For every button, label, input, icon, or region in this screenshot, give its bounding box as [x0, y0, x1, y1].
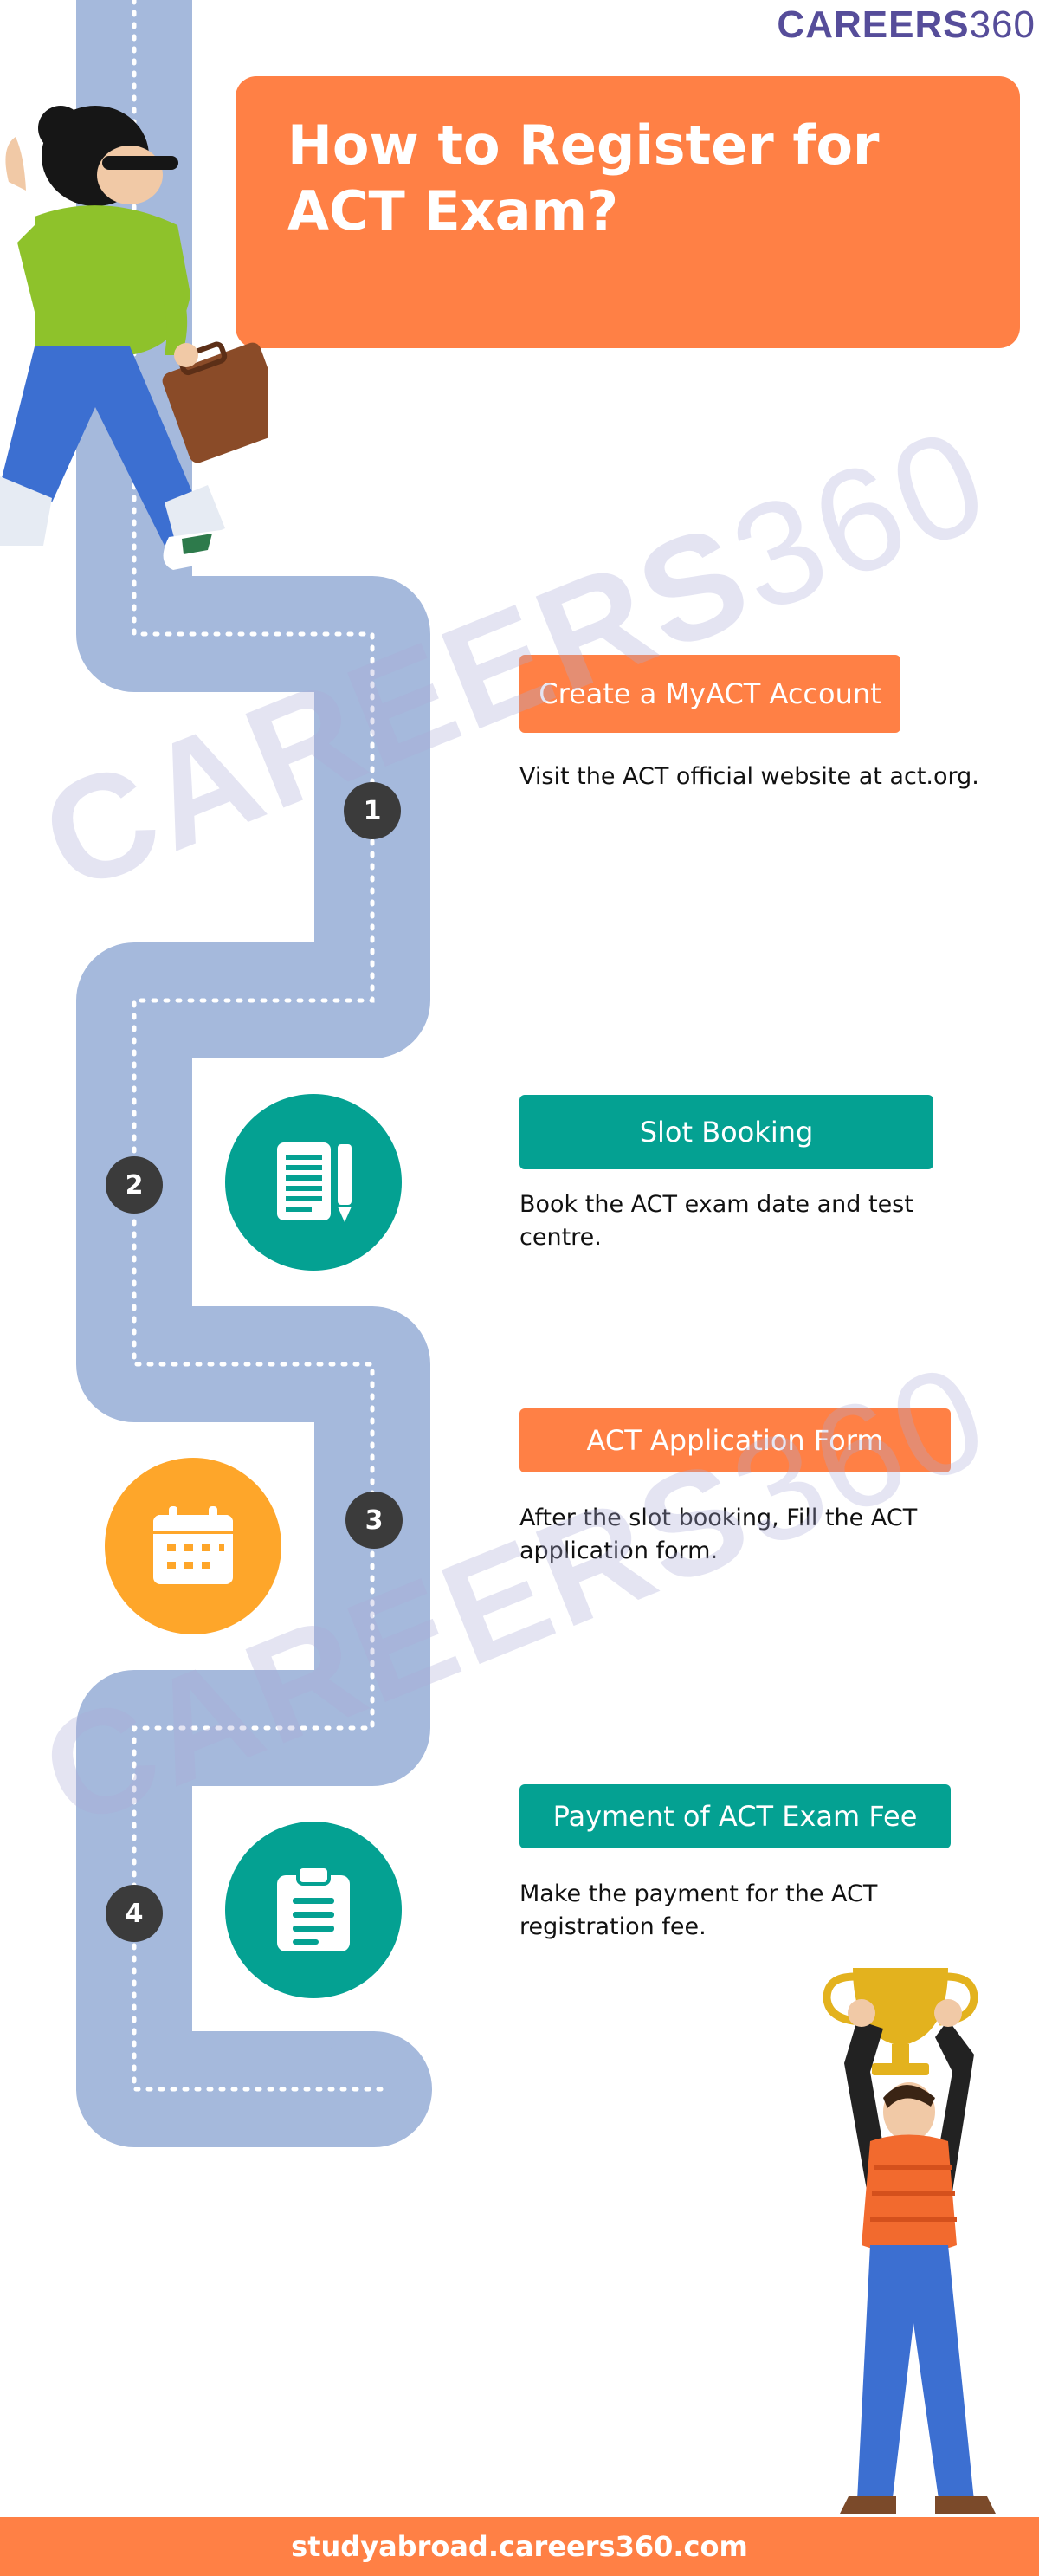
- step1-label: Create a MyACT Account: [520, 655, 900, 733]
- step2-description: Book the ACT exam date and test centre.: [520, 1191, 913, 1251]
- logo-number: 360: [969, 3, 1036, 46]
- step3-icon-circle: [105, 1458, 281, 1634]
- footer-url-link[interactable]: studyabroad.careers360.com: [291, 2530, 748, 2563]
- step3-label: ACT Application Form: [520, 1408, 951, 1472]
- step1-description: Visit the ACT official website at act.or…: [520, 763, 979, 790]
- step4-description: Make the payment for the ACT registratio…: [520, 1880, 878, 1940]
- step4-label: Payment of ACT Exam Fee: [520, 1784, 951, 1848]
- woman-walking-illustration: [0, 106, 268, 570]
- footer-banner: studyabroad.careers360.com: [0, 2517, 1039, 2576]
- careers360-logo[interactable]: CAREERS360: [777, 3, 1036, 47]
- calendar-icon: [153, 1506, 233, 1584]
- logo-brand: CAREERS: [777, 3, 970, 46]
- step2-label: Slot Booking: [520, 1095, 933, 1169]
- trophy-man-illustration: [823, 1968, 996, 2514]
- step4-icon-circle: [225, 1822, 402, 1998]
- step2-icon-circle: [225, 1094, 402, 1271]
- page-title: How to Register for ACT Exam?: [287, 113, 880, 243]
- step4-number-badge: 4: [106, 1885, 163, 1942]
- step2-number-badge: 2: [106, 1156, 163, 1214]
- step3-number-badge: 3: [345, 1492, 403, 1549]
- step3-description: After the slot booking, Fill the ACT app…: [520, 1505, 918, 1564]
- step1-number-badge: 1: [344, 782, 401, 839]
- clipboard-icon: [277, 1865, 350, 1951]
- title-banner: How to Register for ACT Exam?: [236, 76, 1020, 348]
- document-pen-icon: [277, 1142, 352, 1222]
